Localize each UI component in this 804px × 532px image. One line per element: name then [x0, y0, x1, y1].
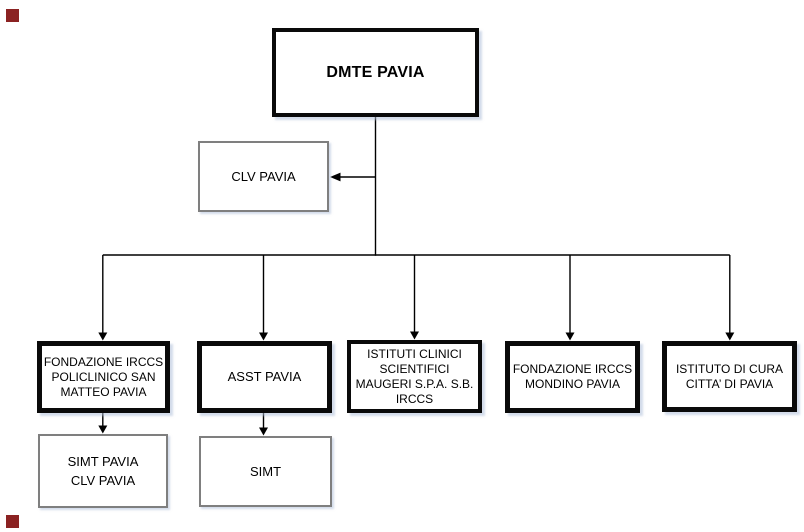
node-asst-pavia-label: ASST PAVIA	[227, 369, 302, 384]
arrowhead-mondino	[565, 332, 575, 341]
arrowhead-simt-pavia	[98, 425, 108, 434]
node-mondino-label: FONDAZIONE IRCCS MONDINO PAVIA	[512, 362, 633, 391]
node-maugeri-label: ISTITUTI CLINICI SCIENTIFICI MAUGERI S.P…	[355, 346, 474, 406]
node-clv-pavia: CLV PAVIA	[198, 141, 329, 212]
arrowhead-san-matteo	[98, 332, 108, 341]
node-asst-pavia: ASST PAVIA	[197, 341, 332, 413]
arrowhead-clv	[330, 172, 341, 182]
node-istituto-di-cura: ISTITUTO DI CURA CITTA’ DI PAVIA	[662, 341, 797, 412]
node-simt-pavia-clv-pavia: SIMT PAVIA CLV PAVIA	[38, 434, 168, 508]
node-clv-pavia-label: CLV PAVIA	[231, 168, 296, 184]
node-simt: SIMT	[199, 436, 332, 507]
node-dmte-pavia-label: DMTE PAVIA	[326, 63, 425, 81]
arrowhead-maugeri	[410, 331, 419, 340]
node-simt-pavia-clv-pavia-label: SIMT PAVIA CLV PAVIA	[67, 454, 139, 488]
node-fondazione-san-matteo: FONDAZIONE IRCCS POLICLINICO SAN MATTEO …	[37, 341, 170, 413]
red-anchor-marker-bottom	[6, 515, 19, 528]
node-fondazione-san-matteo-label: FONDAZIONE IRCCS POLICLINICO SAN MATTEO …	[43, 354, 164, 399]
red-anchor-marker-top	[6, 9, 19, 22]
node-maugeri: ISTITUTI CLINICI SCIENTIFICI MAUGERI S.P…	[347, 340, 482, 413]
node-mondino: FONDAZIONE IRCCS MONDINO PAVIA	[505, 341, 640, 413]
arrowhead-asst	[259, 332, 268, 341]
node-istituto-di-cura-label: ISTITUTO DI CURA CITTA’ DI PAVIA	[675, 361, 784, 391]
node-simt-label: SIMT	[249, 463, 282, 479]
node-dmte-pavia: DMTE PAVIA	[272, 28, 479, 117]
arrowhead-simt	[259, 427, 268, 436]
arrowhead-istituto-di-cura	[725, 332, 735, 341]
